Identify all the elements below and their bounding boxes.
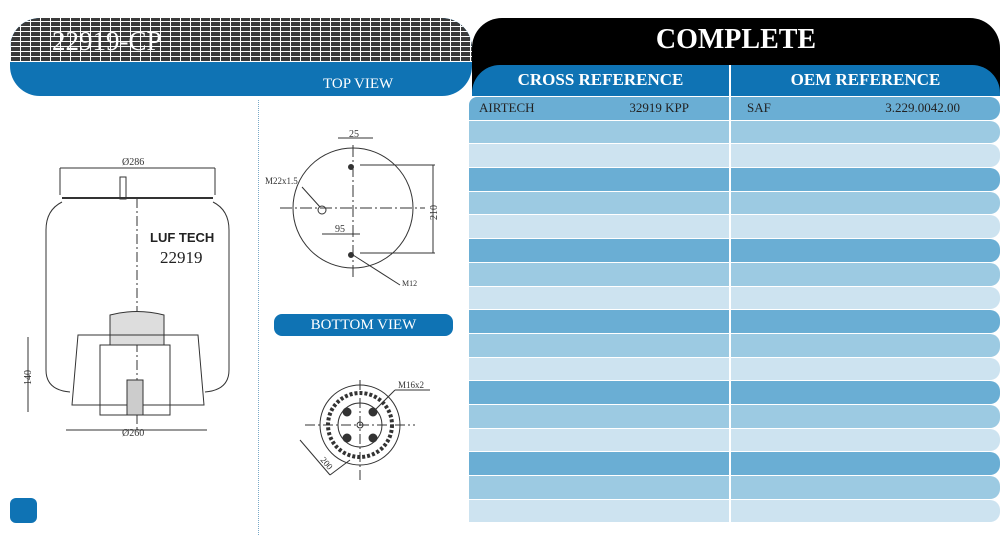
oem-reference-cell xyxy=(731,120,1000,144)
cross-reference-cell xyxy=(469,144,731,168)
cross-reference-cell xyxy=(469,168,731,191)
oem-reference-cell xyxy=(731,404,1000,428)
oem-reference-cell xyxy=(731,215,1000,239)
table-row xyxy=(469,168,1000,192)
bottom-view-drawing: M16x2 200 xyxy=(299,380,430,480)
oem-reference-cell xyxy=(731,191,1000,215)
top-view-drawing: 25 M22x1.5 210 95 M12 xyxy=(265,129,440,288)
header-pattern xyxy=(10,18,472,62)
top-offset-dim: 25 xyxy=(349,129,359,140)
table-row xyxy=(469,120,1000,145)
cross-reference-cell xyxy=(469,499,731,523)
oem-reference-cell: SAF 3.229.0042.00 xyxy=(731,97,1000,120)
oem-brand: SAF xyxy=(747,100,771,116)
table-row xyxy=(469,333,1000,358)
oem-reference-cell xyxy=(731,499,1000,523)
reference-table: AIRTECH 32919 KPP SAF 3.229.0042.00 xyxy=(469,97,1000,524)
stud-spacing-dim: 210 xyxy=(429,205,440,220)
bottom-diameter: Ø260 xyxy=(122,428,144,439)
oem-reference-cell xyxy=(731,357,1000,381)
cross-reference-cell xyxy=(469,404,731,428)
oem-reference-cell xyxy=(731,310,1000,333)
bottom-thread: M16x2 xyxy=(398,380,424,390)
status-title: COMPLETE xyxy=(655,24,817,55)
cross-reference-cell xyxy=(469,381,731,404)
cross-reference-cell xyxy=(469,428,731,452)
reference-header: COMPLETE CROSS REFERENCE OEM REFERENCE xyxy=(472,18,1000,96)
cross-reference-cell xyxy=(469,333,731,357)
model-number: 22919 xyxy=(160,248,203,267)
table-row xyxy=(469,499,1000,524)
cross-reference-cell xyxy=(469,357,731,381)
bottom-dim: 200 xyxy=(318,455,335,472)
table-row xyxy=(469,262,1000,287)
divider xyxy=(258,100,259,535)
port-thread: M22x1.5 xyxy=(265,176,298,186)
product-code: 22919-CP xyxy=(52,26,162,56)
cross-reference-header: CROSS REFERENCE xyxy=(472,65,731,96)
cross-part-number: 32919 KPP xyxy=(629,100,689,116)
table-row xyxy=(469,239,1000,263)
cross-reference-cell xyxy=(469,286,731,310)
table-row xyxy=(469,452,1000,476)
stud-thread: M12 xyxy=(402,279,417,288)
cross-reference-cell xyxy=(469,452,731,475)
port-distance-dim: 95 xyxy=(335,224,345,235)
blue-square-marker xyxy=(10,498,37,523)
cross-reference-cell xyxy=(469,120,731,144)
oem-reference-cell xyxy=(731,239,1000,262)
oem-reference-header: OEM REFERENCE xyxy=(790,70,941,89)
cross-reference-cell xyxy=(469,215,731,239)
top-view-label: TOP VIEW xyxy=(323,76,394,92)
oem-part-number: 3.229.0042.00 xyxy=(885,100,960,116)
cross-reference-cell xyxy=(469,310,731,333)
height-dim: 140 xyxy=(23,370,34,385)
cross-reference-cell: AIRTECH 32919 KPP xyxy=(469,97,731,120)
table-row xyxy=(469,381,1000,405)
side-view-drawing: Ø286 LUF TECH 22919 140 Ø260 xyxy=(23,157,230,439)
table-row xyxy=(469,215,1000,240)
cross-reference-cell xyxy=(469,476,731,499)
table-row xyxy=(469,286,1000,311)
table-row xyxy=(469,310,1000,334)
table-row xyxy=(469,428,1000,453)
oem-reference-cell xyxy=(731,262,1000,286)
oem-reference-cell xyxy=(731,428,1000,452)
oem-reference-cell xyxy=(731,452,1000,475)
table-row xyxy=(469,144,1000,169)
oem-reference-cell xyxy=(731,286,1000,310)
top-diameter: Ø286 xyxy=(122,157,144,168)
brand-logo: LUF TECH xyxy=(150,230,214,245)
table-row xyxy=(469,476,1000,500)
cross-reference-cell xyxy=(469,239,731,262)
oem-reference-cell xyxy=(731,476,1000,499)
oem-reference-cell xyxy=(731,168,1000,191)
oem-reference-cell xyxy=(731,144,1000,168)
table-row xyxy=(469,404,1000,429)
product-header: 22919-CP TOP VIEW xyxy=(10,18,472,96)
cross-brand: AIRTECH xyxy=(479,100,535,116)
bottom-view-label: BOTTOM VIEW xyxy=(274,314,453,336)
table-row xyxy=(469,357,1000,382)
oem-reference-cell xyxy=(731,381,1000,404)
table-row: AIRTECH 32919 KPP SAF 3.229.0042.00 xyxy=(469,97,1000,121)
cross-reference-cell xyxy=(469,191,731,215)
oem-reference-cell xyxy=(731,333,1000,357)
cross-reference-cell xyxy=(469,262,731,286)
table-row xyxy=(469,191,1000,216)
